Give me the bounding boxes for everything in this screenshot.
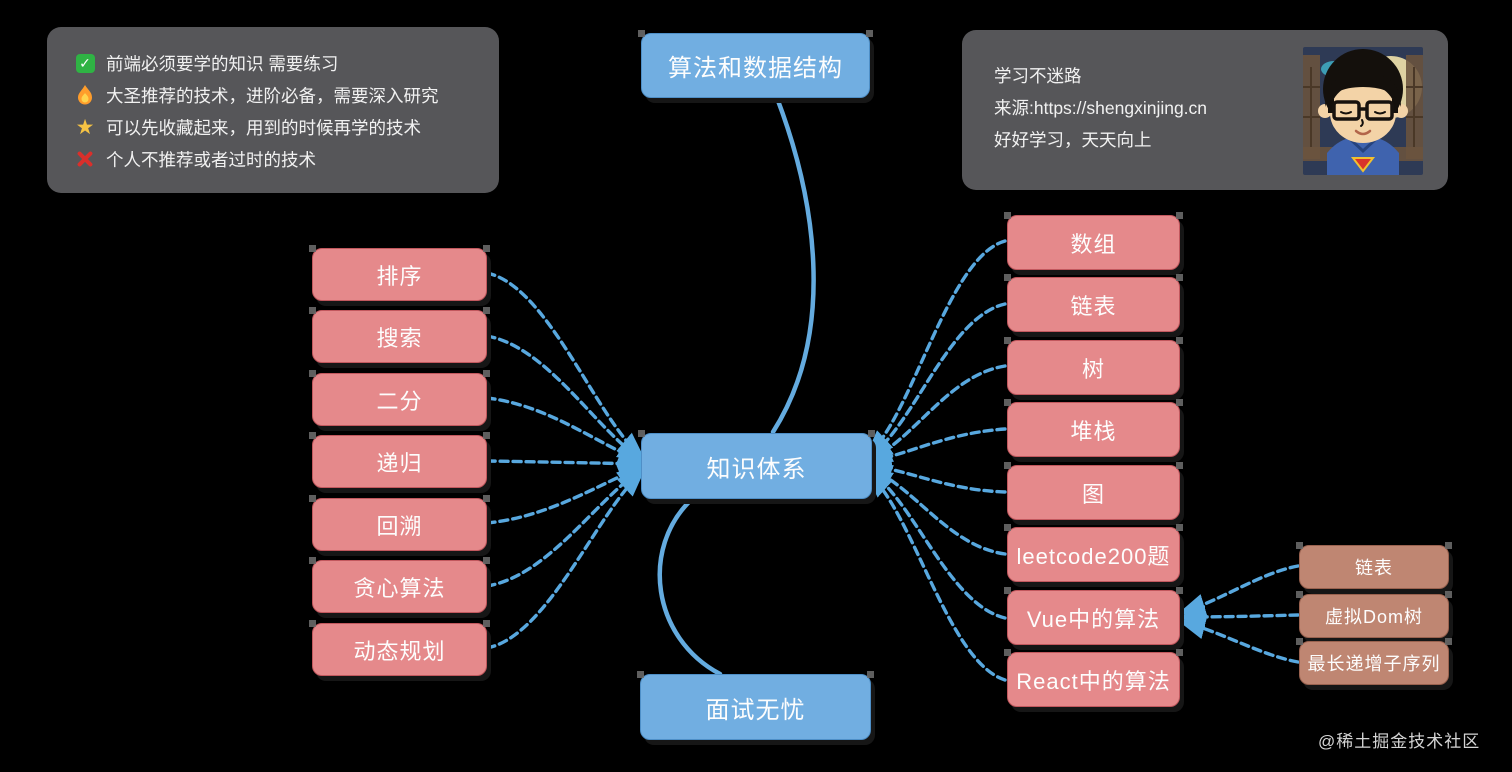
node-label: 树 — [1081, 356, 1105, 382]
edge-left-6 — [485, 469, 645, 650]
edge-left-3 — [485, 451, 647, 476]
node-label: 知识体系 — [706, 455, 807, 483]
node-label: 链表 — [1355, 558, 1393, 578]
node-right-react-algorithms[interactable]: React中的算法 — [1004, 649, 1183, 707]
node-label: 贪心算法 — [353, 575, 446, 601]
legend-text: 大圣推荐的技术，进阶必备，需要深入研究 — [106, 85, 439, 106]
sub-fan-edges — [1177, 564, 1300, 664]
right-fan-edges — [863, 239, 1007, 682]
info-panel: 学习不迷路 来源:https://shengxinjing.cn 好好学习，天天… — [962, 30, 1448, 190]
node-root[interactable]: 知识体系 — [638, 430, 875, 499]
node-sub-lis[interactable]: 最长递增子序列 — [1296, 638, 1452, 685]
node-left-dp[interactable]: 动态规划 — [309, 620, 490, 676]
x-icon — [73, 148, 97, 170]
node-bottom-topic[interactable]: 面试无忧 — [637, 671, 874, 740]
edge-right-3 — [864, 427, 1007, 469]
fire-icon — [73, 84, 97, 106]
trunk-edges — [657, 95, 816, 677]
legend-row-not-recommended: 个人不推荐或者过时的技术 — [73, 143, 499, 175]
check-icon: ✓ — [73, 52, 97, 74]
edge-left-1 — [485, 334, 646, 462]
legend-panel: ✓ 前端必须要学的知识 需要练习 大圣推荐的技术，进阶必备，需要深入研究 ★ 可… — [47, 27, 499, 193]
node-label: 面试无忧 — [705, 696, 806, 724]
legend-row-recommended: 大圣推荐的技术，进阶必备，需要深入研究 — [73, 79, 499, 111]
node-left-greedy[interactable]: 贪心算法 — [309, 557, 490, 613]
node-left-sort[interactable]: 排序 — [309, 245, 490, 301]
edge-right-2 — [864, 364, 1007, 463]
node-label: 最长递增子序列 — [1307, 654, 1441, 674]
node-left-recursion[interactable]: 递归 — [309, 432, 490, 488]
legend-text: 可以先收藏起来，用到的时候再学的技术 — [106, 117, 421, 138]
node-right-stack[interactable]: 堆栈 — [1004, 399, 1183, 457]
edge-right-7 — [865, 470, 1007, 682]
node-sub-virtual-dom-tree[interactable]: 虚拟Dom树 — [1296, 591, 1452, 638]
node-right-leetcode200[interactable]: leetcode200题 — [1004, 524, 1183, 582]
node-label: 图 — [1081, 481, 1105, 507]
avatar — [1303, 47, 1423, 175]
node-label: 堆栈 — [1070, 418, 1117, 444]
edge-sub-0 — [1178, 564, 1300, 617]
node-right-linked-list[interactable]: 链表 — [1004, 274, 1183, 332]
node-label: 二分 — [376, 388, 423, 414]
edge-left-0 — [485, 271, 645, 460]
node-label: 回溯 — [376, 513, 423, 539]
legend-row-must-learn: ✓ 前端必须要学的知识 需要练习 — [73, 47, 499, 79]
edge-root-to-bottom — [657, 496, 723, 677]
legend-text: 前端必须要学的知识 需要练习 — [106, 53, 339, 74]
edge-left-4 — [485, 464, 646, 525]
node-label: 算法和数据结构 — [668, 55, 843, 82]
node-right-vue-algorithms[interactable]: Vue中的算法 — [1004, 587, 1183, 645]
edge-right-0 — [865, 239, 1007, 458]
node-label: 排序 — [376, 263, 423, 289]
left-fan-edges — [485, 271, 647, 650]
node-sub-linked-list[interactable]: 链表 — [1296, 542, 1452, 589]
node-label: 链表 — [1070, 293, 1117, 319]
edge-left-5 — [485, 467, 646, 588]
info-line-slogan: 学习不迷路 — [994, 66, 1082, 86]
edge-top-to-root — [770, 95, 816, 435]
node-right-array[interactable]: 数组 — [1004, 212, 1183, 270]
node-label: React中的算法 — [1016, 668, 1171, 694]
info-line-source: 来源:https://shengxinjing.cn — [994, 98, 1208, 118]
edge-sub-2 — [1178, 615, 1300, 664]
node-label: 数组 — [1070, 231, 1117, 257]
node-right-tree[interactable]: 树 — [1004, 337, 1183, 395]
node-label: 搜索 — [376, 325, 423, 351]
node-label: 递归 — [376, 450, 423, 476]
legend-row-save-for-later: ★ 可以先收藏起来，用到的时候再学的技术 — [73, 111, 499, 143]
node-left-binary[interactable]: 二分 — [309, 370, 490, 426]
node-left-backtracking[interactable]: 回溯 — [309, 495, 490, 551]
node-left-search[interactable]: 搜索 — [309, 307, 490, 363]
edge-sub-1 — [1177, 605, 1300, 629]
node-top-topic[interactable]: 算法和数据结构 — [638, 30, 873, 98]
node-label: Vue中的算法 — [1026, 606, 1161, 632]
node-label: 虚拟Dom树 — [1324, 607, 1423, 627]
star-icon: ★ — [75, 115, 95, 139]
watermark: @稀土掘金技术社区 — [1318, 732, 1481, 751]
node-label: leetcode200题 — [1016, 543, 1171, 569]
info-lines: 学习不迷路 来源:https://shengxinjing.cn 好好学习，天天… — [994, 60, 1207, 156]
legend-text: 个人不推荐或者过时的技术 — [106, 149, 316, 170]
node-label: 动态规划 — [353, 638, 446, 664]
node-right-graph[interactable]: 图 — [1004, 462, 1183, 520]
info-line-motto: 好好学习，天天向上 — [994, 130, 1152, 150]
